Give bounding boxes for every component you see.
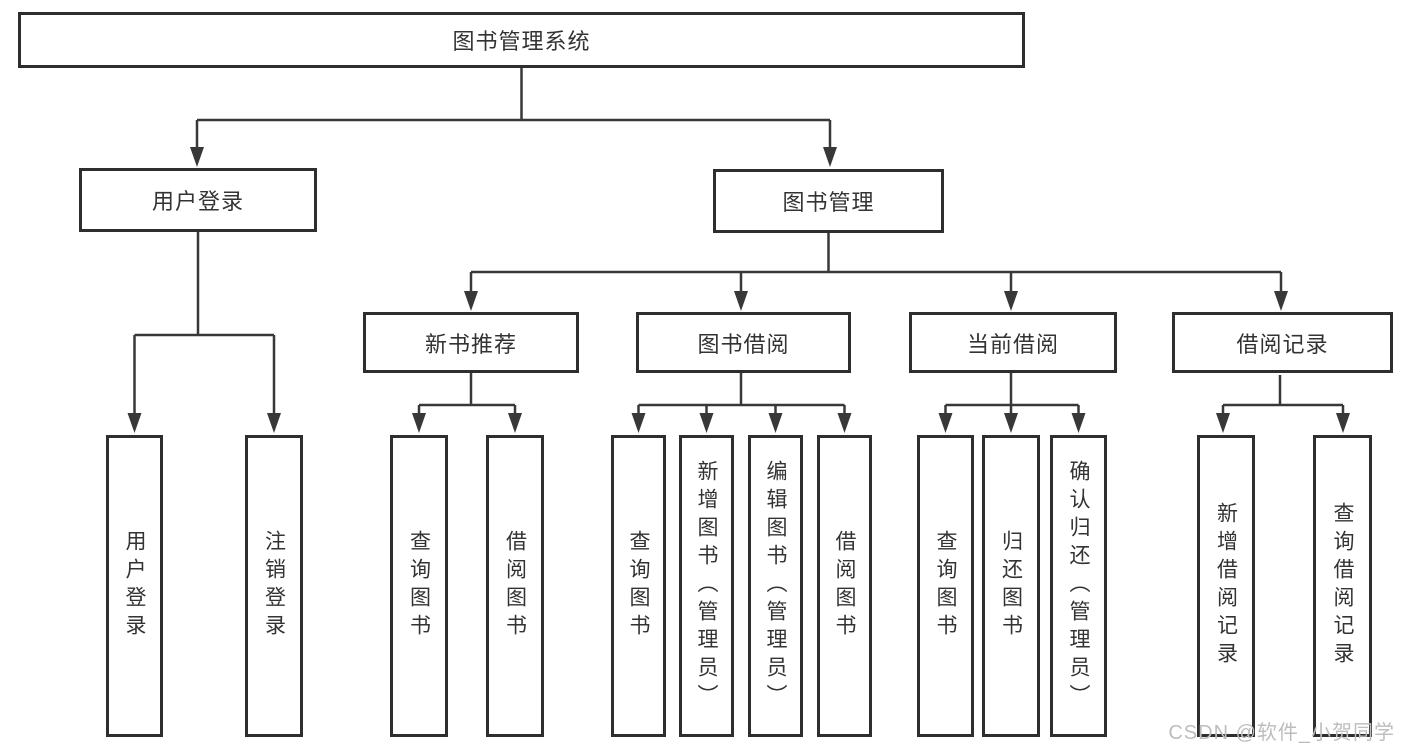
arrow-down-icon: [1071, 413, 1086, 433]
arrow-down-icon: [823, 147, 837, 167]
leaf-add-borrow-record: 新增借阅记录: [1197, 435, 1255, 737]
arrow-down-icon: [699, 413, 714, 433]
arrow-down-icon: [190, 147, 204, 167]
arrow-down-icon: [127, 413, 142, 433]
node-user-login-branch-label: 用户登录: [151, 189, 244, 214]
leaf-user-login: 用户登录: [106, 435, 163, 737]
leaf-borrow-books-recommend: 借阅图书: [486, 435, 544, 737]
arrow-down-icon: [768, 413, 783, 433]
arrow-down-icon: [837, 413, 852, 433]
leaf-borrow-books-label: 借阅图书: [833, 530, 856, 642]
arrow-down-icon: [1216, 413, 1230, 433]
node-current-borrow: 当前借阅: [909, 312, 1117, 373]
node-root-label: 图书管理系统: [452, 29, 591, 54]
arrow-down-icon: [412, 413, 426, 433]
csdn-watermark: CSDN @软件_小贺同学: [1168, 722, 1395, 744]
leaf-borrow-books-recommend-label: 借阅图书: [503, 530, 527, 642]
leaf-borrow-books: 借阅图书: [817, 435, 872, 737]
leaf-add-books-admin: 新增图书（管理员）: [679, 435, 734, 737]
leaf-user-login-label: 用户登录: [123, 530, 146, 642]
leaf-edit-books-admin: 编辑图书（管理员）: [748, 435, 803, 737]
arrow-down-icon: [1004, 291, 1018, 311]
node-book-management-branch: 图书管理: [713, 169, 944, 233]
arrow-down-icon: [734, 291, 748, 311]
arrow-down-icon: [267, 413, 281, 433]
leaf-add-books-admin-label: 新增图书（管理员）: [695, 460, 718, 712]
leaf-edit-books-admin-label: 编辑图书（管理员）: [764, 460, 787, 712]
connector-current-to-leaves: [944, 373, 1080, 415]
node-new-book-recommend-label: 新书推荐: [424, 331, 517, 357]
connector-recommend-to-leaves: [417, 373, 517, 415]
connector-records-to-leaves: [1221, 375, 1345, 415]
connector-root-to-level2: [195, 68, 832, 149]
arrow-down-icon: [1004, 413, 1018, 433]
leaf-confirm-return-admin: 确认归还（管理员）: [1050, 435, 1107, 737]
leaf-return-books: 归还图书: [982, 435, 1040, 737]
node-new-book-recommend: 新书推荐: [363, 312, 579, 373]
leaf-logout-label: 注销登录: [262, 530, 286, 642]
leaf-query-books-current: 查询图书: [917, 435, 974, 737]
node-borrow-records: 借阅记录: [1172, 312, 1393, 373]
leaf-query-books-borrow: 查询图书: [611, 435, 666, 737]
leaf-add-borrow-record-label: 新增借阅记录: [1214, 502, 1238, 670]
leaf-query-borrow-record: 查询借阅记录: [1313, 435, 1372, 737]
node-book-borrow-label: 图书借阅: [697, 331, 790, 357]
leaf-query-books-current-label: 查询图书: [934, 530, 957, 642]
leaf-return-books-label: 归还图书: [999, 530, 1023, 642]
connector-bookmgmt-to-level3: [469, 233, 1283, 293]
node-root: 图书管理系统: [18, 12, 1025, 68]
node-book-borrow: 图书借阅: [636, 312, 851, 373]
arrow-down-icon: [938, 413, 953, 433]
leaf-confirm-return-admin-label: 确认归还（管理员）: [1067, 460, 1090, 712]
connector-userlogin-to-leaves: [133, 232, 276, 415]
arrow-down-icon: [464, 291, 478, 311]
node-borrow-records-label: 借阅记录: [1236, 331, 1329, 357]
leaf-query-borrow-record-label: 查询借阅记录: [1331, 502, 1354, 670]
arrow-down-icon: [631, 413, 646, 433]
arrow-down-icon: [508, 413, 522, 433]
arrow-down-icon: [1274, 291, 1288, 311]
node-current-borrow-label: 当前借阅: [966, 331, 1059, 357]
leaf-query-books-borrow-label: 查询图书: [627, 530, 650, 642]
arrow-down-icon: [1336, 413, 1350, 433]
leaf-query-books-recommend: 查询图书: [390, 435, 448, 737]
node-user-login-branch: 用户登录: [79, 168, 317, 232]
leaf-logout: 注销登录: [245, 435, 303, 737]
connector-borrow-to-leaves: [637, 373, 846, 415]
leaf-query-books-recommend-label: 查询图书: [407, 530, 431, 642]
node-book-management-branch-label: 图书管理: [782, 190, 875, 215]
